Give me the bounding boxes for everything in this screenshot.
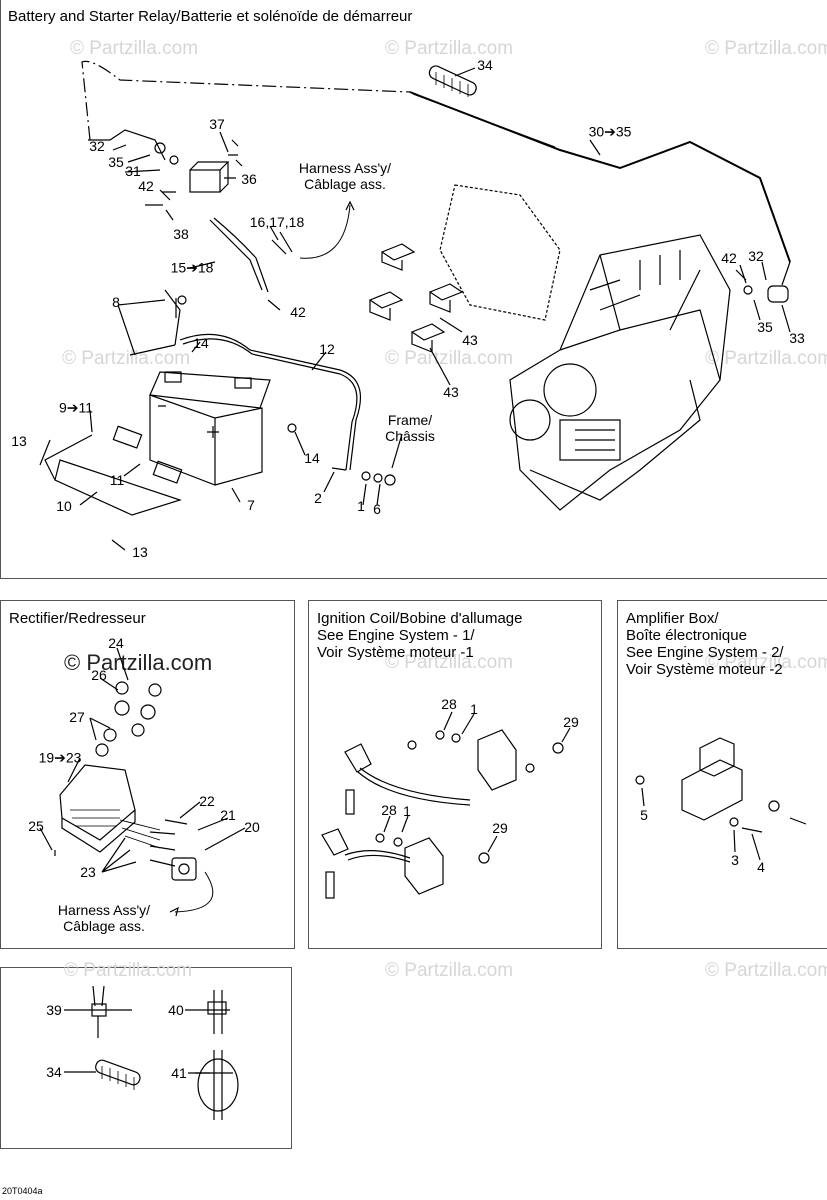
callout: 25: [28, 818, 44, 834]
callout: 1: [470, 701, 478, 717]
amplifier-panel: [617, 600, 827, 949]
callout: 36: [241, 171, 257, 187]
callout: 13: [11, 433, 27, 449]
ignition-panel: [308, 600, 602, 949]
callout: 20: [244, 819, 260, 835]
callout: 32: [89, 138, 105, 154]
watermark: © Partzilla.com: [705, 348, 827, 369]
harness-note: Harness Ass'y/ Câblage ass.: [298, 160, 392, 192]
watermark: © Partzilla.com: [62, 348, 191, 369]
watermark: © Partzilla.com: [705, 38, 827, 59]
ignition-panel-title: Ignition Coil/Bobine d'allumage See Engi…: [317, 610, 523, 661]
callout: 29: [563, 714, 579, 730]
frame-note: Frame/ Châssis: [385, 412, 435, 444]
watermark: © Partzilla.com: [705, 652, 827, 673]
callout: 22: [199, 793, 215, 809]
watermark: © Partzilla.com: [64, 960, 193, 981]
callout: 24: [108, 635, 124, 651]
watermark-dark: © Partzilla.com: [64, 650, 213, 675]
harness-note: Harness Ass'y/ Câblage ass.: [57, 902, 151, 934]
callout: 31: [125, 163, 141, 179]
battery-panel-title: Battery and Starter Relay/Batterie et so…: [8, 8, 413, 25]
callout: 15➔18: [170, 259, 214, 276]
callout: 1: [357, 498, 365, 514]
callout: 42: [290, 304, 306, 320]
rectifier-panel-title: Rectifier/Redresseur: [9, 610, 146, 627]
callout: 6: [373, 501, 381, 517]
callout: 34: [477, 57, 493, 73]
rectifier-panel: [0, 600, 295, 949]
callout: 27: [69, 709, 85, 725]
callout: 8: [112, 294, 120, 310]
callout: 33: [789, 330, 805, 346]
callout: 14: [193, 335, 209, 351]
callout: 19➔23: [38, 749, 82, 766]
watermark: © Partzilla.com: [385, 38, 514, 59]
callout: 29: [492, 820, 508, 836]
callout: 40: [168, 1002, 184, 1018]
battery-panel: [0, 0, 827, 579]
callout: 37: [209, 116, 225, 132]
callout: 23: [80, 864, 96, 880]
cable-ties-panel: [0, 967, 292, 1149]
callout: 42: [721, 250, 737, 266]
callout: 43: [443, 384, 459, 400]
callout: 10: [56, 498, 72, 514]
callout: 2: [314, 490, 322, 506]
callout: 21: [220, 807, 236, 823]
callout: 1: [403, 803, 411, 819]
callout: 4: [757, 859, 765, 875]
callout: 14: [304, 450, 320, 466]
callout: 42: [138, 178, 154, 194]
callout: 30➔35: [588, 123, 632, 140]
amplifier-panel-title: Amplifier Box/ Boîte électronique See En…: [626, 610, 784, 678]
callout: 28: [441, 696, 457, 712]
callout: 38: [173, 226, 189, 242]
watermark: © Partzilla.com: [385, 960, 514, 981]
watermark: © Partzilla.com: [385, 348, 514, 369]
callout: 13: [132, 544, 148, 560]
callout: 9➔11: [58, 399, 94, 416]
callout: 35: [108, 154, 124, 170]
callout: 34: [46, 1064, 62, 1080]
callout: 5: [640, 807, 648, 823]
callout: 35: [757, 319, 773, 335]
watermark: © Partzilla.com: [705, 960, 827, 981]
callout: 32: [748, 248, 764, 264]
watermark: © Partzilla.com: [385, 652, 514, 673]
callout: 16,17,18: [249, 214, 305, 230]
callout: 7: [247, 497, 255, 513]
callout: 41: [171, 1065, 187, 1081]
callout: 43: [462, 332, 478, 348]
callout: 28: [381, 802, 397, 818]
callout: 12: [319, 341, 335, 357]
figure-code: 20T0404a: [2, 1186, 43, 1196]
callout: 11: [109, 472, 125, 488]
watermark: © Partzilla.com: [70, 38, 199, 59]
callout: 3: [731, 852, 739, 868]
callout: 26: [91, 667, 107, 683]
callout: 39: [46, 1002, 62, 1018]
